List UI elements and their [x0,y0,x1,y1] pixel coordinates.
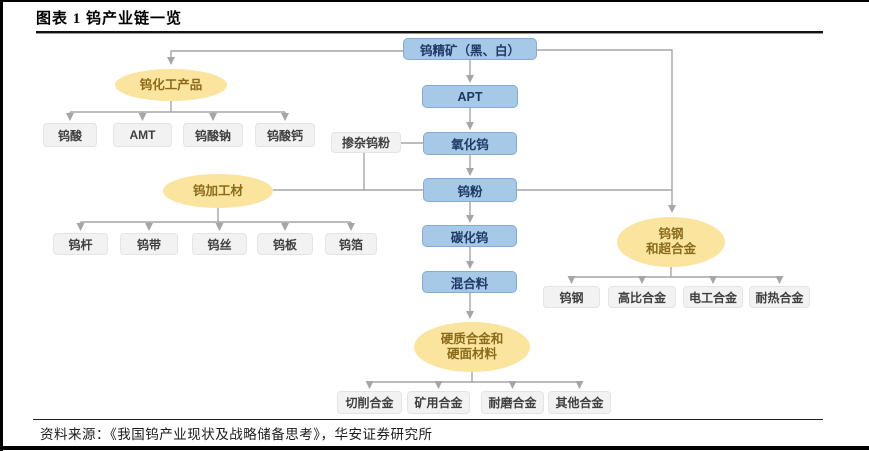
group-label-line2: 硬面材料 [446,347,497,361]
product-mining-alloy: 矿用合金 [407,391,470,414]
group-label-line2: 和超合金 [645,242,696,256]
product-high-density-alloy: 高比合金 [608,286,676,308]
product-other-alloy: 其他合金 [548,391,611,414]
node-mixed-material: 混合料 [422,271,517,293]
group-cemented-carbide-hardfacing: 硬质合金和 硬面材料 [414,322,530,372]
group-label-line1: 钨钢 [658,227,684,241]
node-tungsten-oxide: 氧化钨 [423,132,517,155]
product-calcium-tungstate: 钨酸钙 [255,123,315,147]
product-tungsten-wire: 钨丝 [192,233,247,255]
product-tungsten-strip: 钨带 [120,233,178,255]
product-sodium-tungstate: 钨酸钠 [183,123,243,147]
product-tungsten-foil: 钨箔 [325,233,377,255]
source-divider [33,419,823,421]
figure-title: 图表 1 钨产业链一览 [36,11,183,27]
product-tungsten-steel: 钨钢 [543,286,600,308]
node-apt: APT [422,85,518,108]
page-top-border [0,0,869,2]
group-label: 钨加工材 [192,183,243,198]
group-label: 钨化工产品 [139,77,203,92]
source-note: 资料来源：《我国钨产业现状及战略储备思考》，华安证券研究所 [40,427,433,442]
page-left-border [0,0,3,451]
node-tungsten-concentrate: 钨精矿（黑、白） [403,38,537,60]
title-underline [36,31,823,34]
group-tungsten-processed-materials: 钨加工材 [163,174,273,208]
group-tungsten-chemical-products: 钨化工产品 [115,69,227,101]
node-tungsten-carbide: 碳化钨 [422,225,517,247]
product-tungsten-rod: 钨杆 [53,233,108,255]
product-electrical-alloy: 电工合金 [683,286,743,308]
product-heat-resistant-alloy: 耐热合金 [749,286,810,308]
product-tungsten-plate: 钨板 [257,233,313,255]
group-tungsten-steel-superalloy: 钨钢 和超合金 [617,217,725,267]
product-amt: AMT [113,123,172,147]
bottom-rule [0,446,869,450]
product-wear-resistant-alloy: 耐磨合金 [481,391,544,414]
group-label-line1: 硬质合金和 [440,332,504,346]
product-cutting-alloy: 切削合金 [337,391,402,414]
product-tungstic-acid: 钨酸 [43,123,97,147]
node-doped-tungsten-powder: 掺杂钨粉 [331,132,401,153]
node-tungsten-powder: 钨粉 [423,178,517,202]
